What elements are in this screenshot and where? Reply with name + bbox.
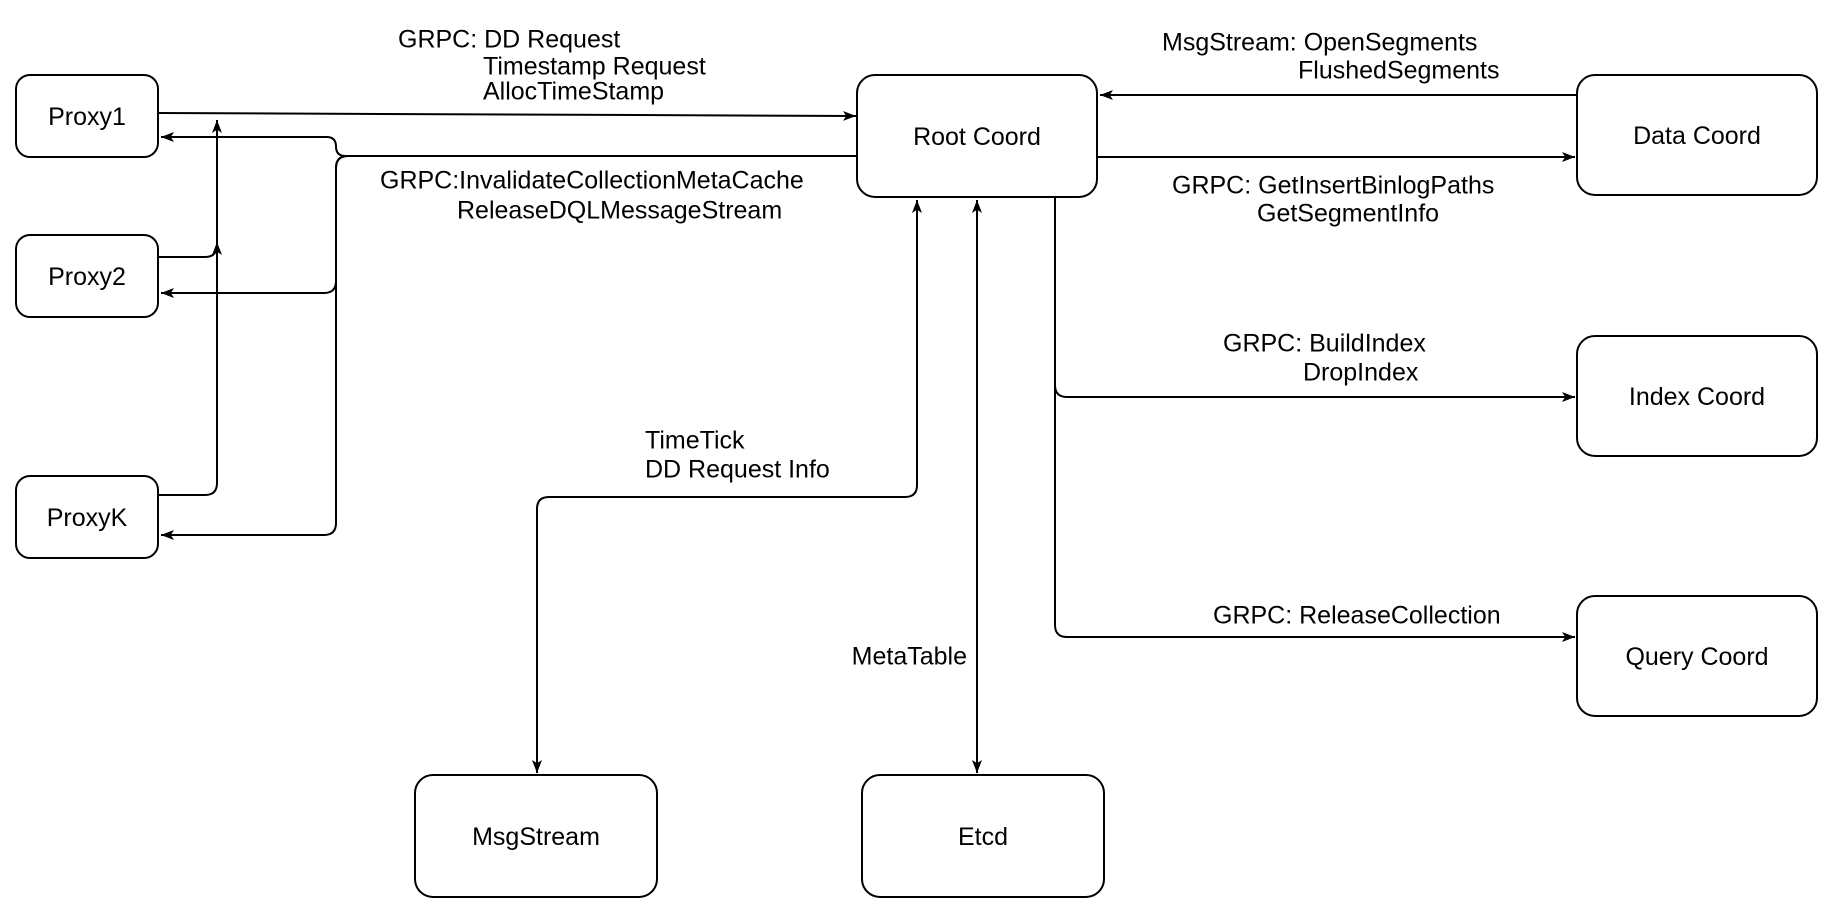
- msgstream-box: [414, 774, 658, 898]
- node-msgstream: MsgStream: [414, 774, 658, 898]
- edge-root-coord-to-proxy1: [161, 132, 857, 157]
- index-coord-label: Index Coord: [1629, 383, 1765, 411]
- node-etcd: Etcd: [861, 774, 1105, 898]
- edge-label-data-coord-to-root-coord-0: MsgStream: OpenSegments: [1162, 29, 1477, 57]
- edge-label-root-coord-to-proxy1-0: GRPC:InvalidateCollectionMetaCache: [380, 167, 804, 195]
- node-proxy1: Proxy1: [15, 74, 159, 158]
- proxy2-box: [15, 234, 159, 318]
- query-coord-box: [1576, 595, 1818, 717]
- data-coord-label: Data Coord: [1633, 122, 1761, 150]
- edge-label-root-coord-to-query-coord-0: GRPC: ReleaseCollection: [1213, 602, 1501, 630]
- edge-proxy1-to-root-coord: [157, 110, 857, 121]
- edge-label-root-coord-to-index-coord-1: DropIndex: [1303, 359, 1419, 387]
- edge-label-root-coord-msgstream-0: TimeTick: [645, 427, 745, 455]
- node-root-coord: Root Coord: [856, 74, 1098, 198]
- edge-label-data-coord-to-root-coord-1: FlushedSegments: [1298, 57, 1500, 85]
- edge-label-root-coord-etcd-0: MetaTable: [852, 643, 967, 671]
- proxy1-label: Proxy1: [48, 103, 126, 131]
- etcd-box: [861, 774, 1105, 898]
- query-coord-label: Query Coord: [1625, 643, 1768, 671]
- root-coord-box: [856, 74, 1098, 198]
- proxy2-label: Proxy2: [48, 263, 126, 291]
- edge-root-coord-to-query-coord: [1054, 197, 1575, 642]
- data-coord-box: [1576, 74, 1818, 196]
- index-coord-box: [1576, 335, 1818, 457]
- proxy1-box: [15, 74, 159, 158]
- msgstream-label: MsgStream: [472, 823, 600, 851]
- proxyk-box: [15, 475, 159, 559]
- node-index-coord: Index Coord: [1576, 335, 1818, 457]
- node-proxyk: ProxyK: [15, 475, 159, 559]
- node-data-coord: Data Coord: [1576, 74, 1818, 196]
- edge-label-proxy1-to-root-coord-2: AllocTimeStamp: [483, 78, 664, 106]
- edge-root-coord-to-proxyk: [161, 155, 857, 540]
- node-query-coord: Query Coord: [1576, 595, 1818, 717]
- edge-label-proxy1-to-root-coord-0: GRPC: DD Request: [398, 26, 620, 54]
- edge-label-root-coord-to-proxy1-1: ReleaseDQLMessageStream: [457, 197, 782, 225]
- edge-proxyk-merge-up: [158, 242, 222, 496]
- edge-label-root-coord-to-data-coord-0: GRPC: GetInsertBinlogPaths: [1172, 172, 1494, 200]
- node-proxy2: Proxy2: [15, 234, 159, 318]
- edge-label-proxy1-to-root-coord-1: Timestamp Request: [483, 53, 706, 81]
- edge-proxy2-merge-up: [158, 120, 222, 258]
- root-coord-label: Root Coord: [913, 123, 1041, 151]
- etcd-label: Etcd: [958, 823, 1008, 851]
- edge-label-root-coord-to-index-coord-0: GRPC: BuildIndex: [1223, 330, 1426, 358]
- proxyk-label: ProxyK: [47, 504, 128, 532]
- edge-label-root-coord-msgstream-1: DD Request Info: [645, 456, 830, 484]
- edge-root-coord-msgstream: [532, 200, 922, 773]
- edge-label-root-coord-to-data-coord-1: GetSegmentInfo: [1257, 200, 1439, 228]
